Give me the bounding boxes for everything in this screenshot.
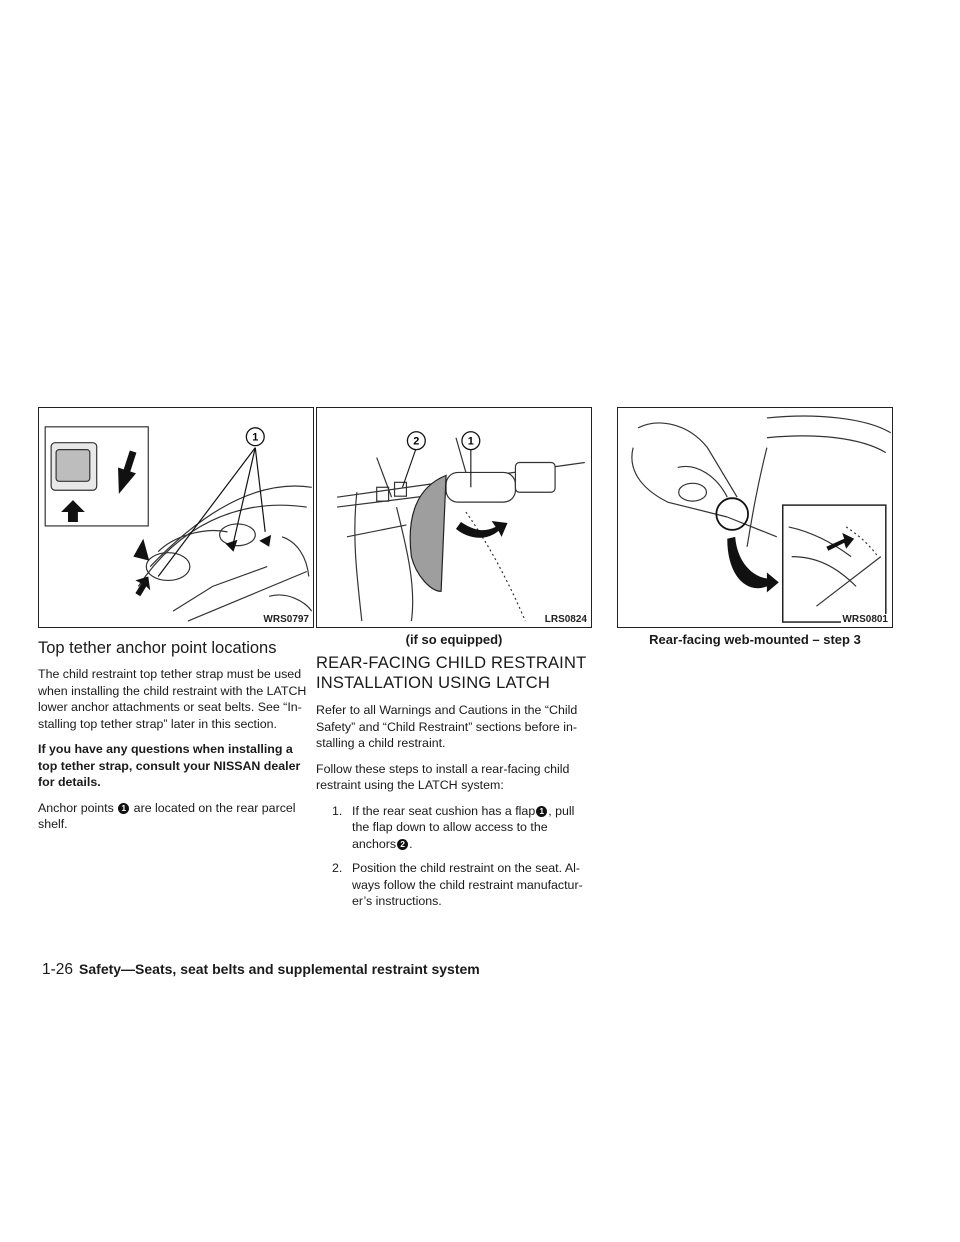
figure-code: LRS0824 — [543, 614, 588, 626]
figure-caption: (if so equipped) — [405, 632, 503, 647]
step-item: 2. Position the child restraint on the s… — [332, 861, 583, 908]
callout-2: 2 — [413, 436, 419, 448]
page-footer: 1-26 Safety—Seats, seat belts and supplem… — [42, 961, 480, 979]
rear-facing-seat-illustration — [631, 415, 892, 623]
callout-1: 1 — [468, 436, 474, 448]
chapter-title: Safety—Seats, seat belts and supplementa… — [79, 961, 480, 977]
section-heading: REAR-FACING CHILD RESTRAINT INSTALLATION… — [316, 654, 587, 692]
marker-1-icon: 1 — [536, 805, 548, 817]
marker-1-icon: 1 — [118, 802, 130, 814]
page-number: 1-26 — [42, 961, 74, 978]
figure-code: WRS0801 — [841, 614, 889, 626]
dealer-note: If you have any questions when installin… — [38, 742, 301, 789]
paragraph: Anchor points 1 are located on the rear … — [38, 800, 296, 832]
seat-flap-illustration: 2 1 — [336, 431, 585, 622]
paragraph: The child restraint top tether strap mus… — [38, 667, 307, 731]
figure-top-tether-anchors: 1 WRS0797 — [38, 407, 314, 628]
section-heading: Top tether anchor point locations — [38, 639, 277, 657]
figure-seat-flap: 2 1 LRS0824 — [316, 407, 592, 628]
rear-shelf-illustration: 1 — [44, 426, 313, 622]
column-top-tether: Top tether anchor point locations The ch… — [38, 638, 311, 842]
paragraph: Follow these steps to install a rear-fac… — [316, 761, 570, 793]
paragraph: Refer to all Warnings and Cautions in th… — [316, 703, 578, 750]
column-rear-facing: REAR-FACING CHILD RESTRAINT INSTALLATION… — [316, 653, 592, 918]
marker-2-icon: 2 — [397, 838, 409, 850]
callout-1: 1 — [252, 432, 258, 444]
figure-caption: Rear-facing web-mounted – step 3 — [649, 632, 861, 647]
figure-code: WRS0797 — [262, 614, 310, 626]
figure-rear-facing-step3: WRS0801 — [617, 407, 893, 628]
